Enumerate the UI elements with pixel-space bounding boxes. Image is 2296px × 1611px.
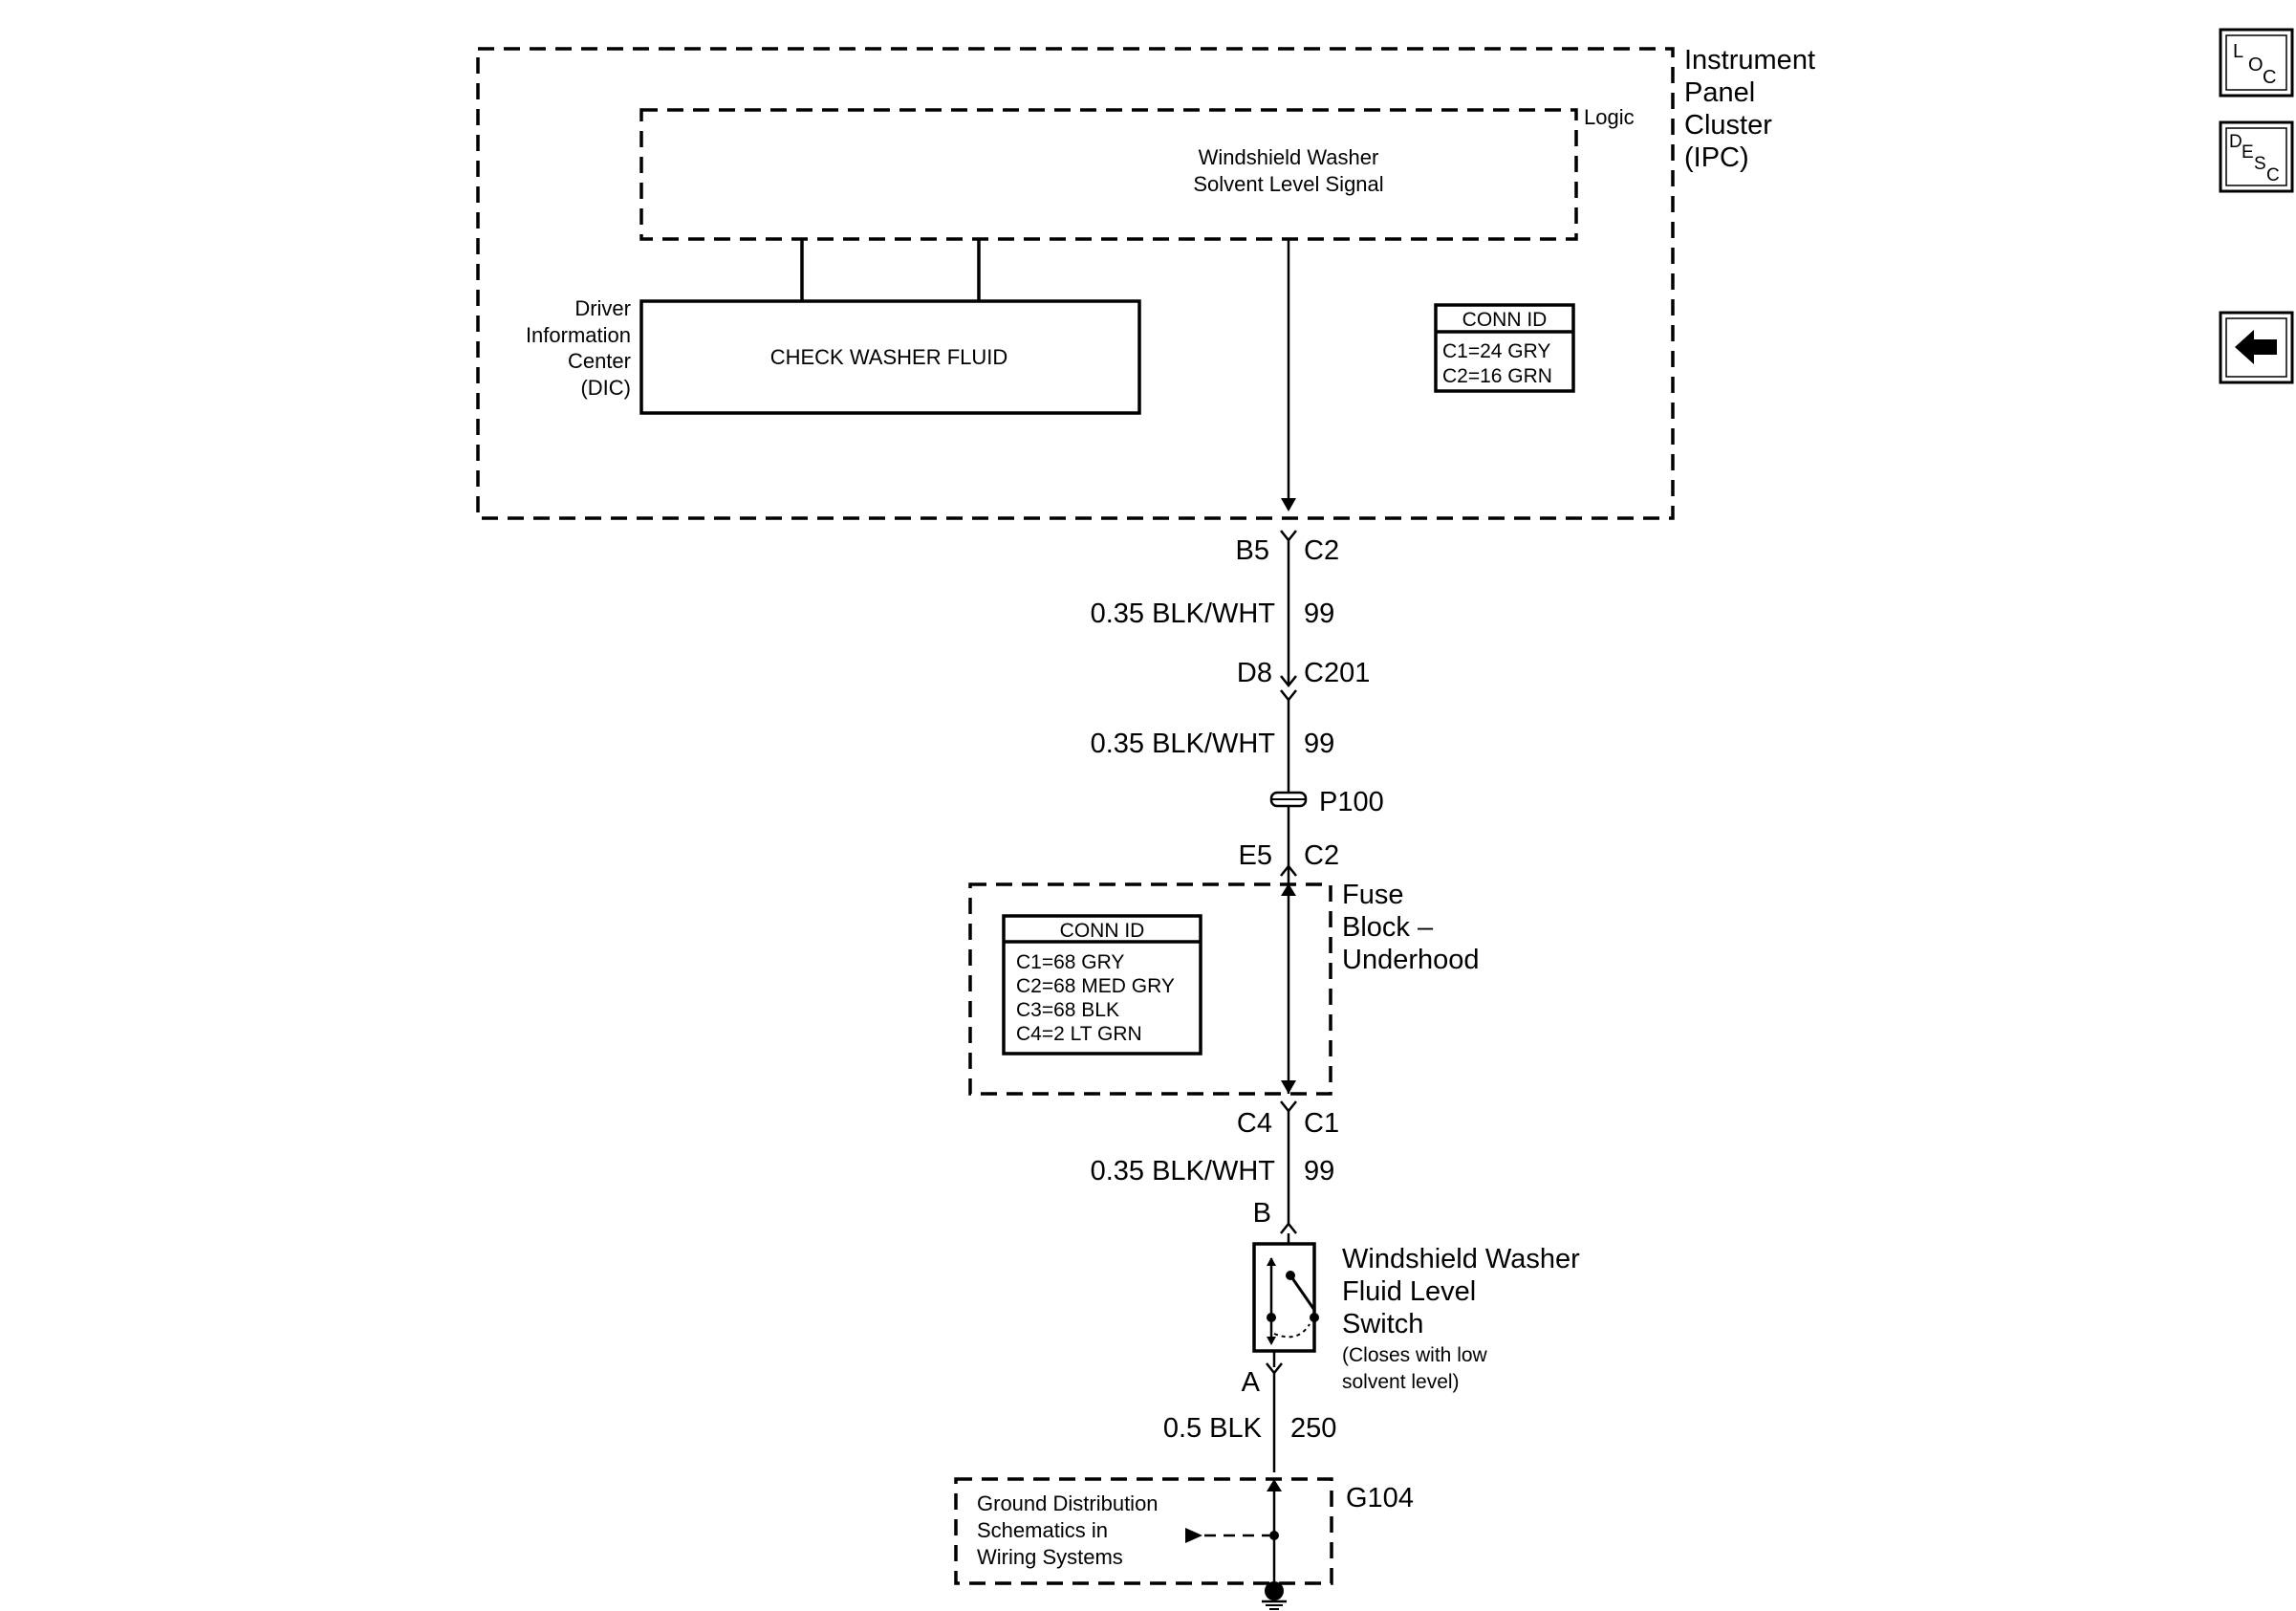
switch-title-line-1: Windshield Washer	[1342, 1244, 1580, 1274]
pin-e5: E5	[1239, 840, 1272, 871]
fuse-conn-id-row-3: C3=68 BLK	[1016, 999, 1119, 1021]
fuse-conn-id-row-2: C2=68 MED GRY	[1016, 975, 1175, 997]
wire1-gauge: 0.35 BLK/WHT	[1091, 599, 1276, 629]
desc-letter-s: S	[2254, 154, 2266, 174]
conn-c2-top: C2	[1304, 535, 1339, 566]
ipc-title-line-1: Instrument	[1684, 45, 1815, 76]
conn-c201: C201	[1304, 658, 1370, 688]
splice-p100: P100	[1319, 787, 1384, 817]
ipc-boundary	[476, 47, 1675, 520]
p100-passthrough-icon	[1269, 791, 1308, 808]
ground-ref-boundary	[954, 1477, 1333, 1585]
washer-fluid-level-switch	[1252, 1242, 1319, 1353]
connector-c201-icon	[1280, 675, 1297, 688]
fuse-conn-id-row-4: C4=2 LT GRN	[1016, 1023, 1142, 1045]
switch-title-line-3: Switch	[1342, 1309, 1423, 1339]
dic-label-line-2: Information	[526, 323, 631, 347]
desc-button[interactable]: D E S C	[2219, 120, 2294, 193]
loc-letter-l: L	[2233, 41, 2243, 62]
ground-splice-dot	[1269, 1531, 1279, 1540]
fuse-conn-id-header: CONN ID	[1060, 920, 1145, 942]
pin-a: A	[1242, 1367, 1261, 1398]
fuse-block-title-line-2: Block –	[1342, 912, 1434, 943]
connector-b-icon	[1280, 1221, 1297, 1234]
dic-message: CHECK WASHER FLUID	[770, 345, 1008, 369]
loc-letter-c: C	[2263, 67, 2276, 88]
wire3-gauge: 0.35 BLK/WHT	[1091, 1156, 1276, 1186]
fuse-conn-id-row-1: C1=68 GRY	[1016, 951, 1124, 973]
desc-letter-e: E	[2242, 142, 2254, 163]
ipc-title-line-3: Cluster	[1684, 110, 1772, 141]
ground-ref-line-1: Ground Distribution	[977, 1491, 1159, 1515]
ipc-conn-id-row-1: C1=24 GRY	[1442, 340, 1550, 362]
fuse-conn-id-table: CONN ID C1=68 GRY C2=68 MED GRY C3=68 BL…	[1002, 914, 1202, 1056]
pin-b: B	[1253, 1198, 1271, 1229]
conn-c2-fuse: C2	[1304, 840, 1339, 871]
ground-ref-line-3: Wiring Systems	[977, 1545, 1123, 1569]
signal-label-line-2: Solvent Level Signal	[1193, 172, 1383, 196]
switch-note-line-1: (Closes with low	[1342, 1344, 1488, 1366]
arrow-up-icon	[1281, 883, 1296, 896]
switch-title-line-2: Fluid Level	[1342, 1276, 1476, 1307]
wire4-gauge: 0.5 BLK	[1163, 1413, 1263, 1444]
logic-boundary	[639, 108, 1578, 241]
wire1-circuit: 99	[1304, 599, 1334, 629]
back-button[interactable]	[2219, 311, 2294, 384]
desc-letter-d: D	[2229, 132, 2242, 152]
arrow-right-icon	[1185, 1528, 1202, 1543]
pin-b5: B5	[1236, 535, 1269, 566]
wire2-gauge: 0.35 BLK/WHT	[1091, 729, 1276, 759]
logic-label: Logic	[1584, 105, 1635, 129]
ipc-title-line-2: Panel	[1684, 77, 1755, 108]
dic-display	[639, 299, 1141, 415]
wire4-circuit: 250	[1290, 1413, 1336, 1444]
ground-g104: G104	[1346, 1483, 1414, 1513]
ground-icon	[1262, 1581, 1287, 1610]
left-arrow-icon	[2235, 330, 2277, 364]
connector-e5-icon	[1280, 863, 1297, 877]
wire2-circuit: 99	[1304, 729, 1334, 759]
dic-label-line-4: (DIC)	[580, 376, 631, 400]
loc-button[interactable]: L O C	[2219, 28, 2294, 98]
fuse-block-title-line-1: Fuse	[1342, 880, 1403, 910]
loc-letter-o: O	[2248, 54, 2264, 76]
connector-c201-mate-icon	[1280, 689, 1297, 703]
ipc-conn-id-row-2: C2=16 GRN	[1442, 365, 1552, 387]
ipc-conn-id-header: CONN ID	[1462, 309, 1548, 331]
dic-label-line-1: Driver	[574, 296, 631, 320]
ground-ref-line-2: Schematics in	[977, 1518, 1108, 1542]
wire3-circuit: 99	[1304, 1156, 1334, 1186]
conn-c1: C1	[1304, 1108, 1339, 1139]
connector-c1-icon	[1280, 1100, 1297, 1114]
signal-label-line-1: Windshield Washer	[1199, 145, 1379, 169]
arrow-down-icon	[1281, 498, 1296, 512]
ipc-conn-id-table: CONN ID C1=24 GRY C2=16 GRN	[1434, 303, 1575, 393]
pin-d8: D8	[1237, 658, 1272, 688]
connector-c2-top-icon	[1280, 530, 1297, 543]
fuse-block-boundary	[968, 882, 1332, 1096]
fuse-block-title-line-3: Underhood	[1342, 945, 1480, 975]
arrow-down-icon	[1281, 1080, 1296, 1094]
dic-label-line-3: Center	[568, 349, 631, 373]
switch-note-line-2: solvent level)	[1342, 1371, 1460, 1393]
desc-letter-c: C	[2266, 165, 2280, 185]
ipc-title-line-4: (IPC)	[1684, 142, 1749, 173]
pin-c4: C4	[1237, 1108, 1272, 1139]
